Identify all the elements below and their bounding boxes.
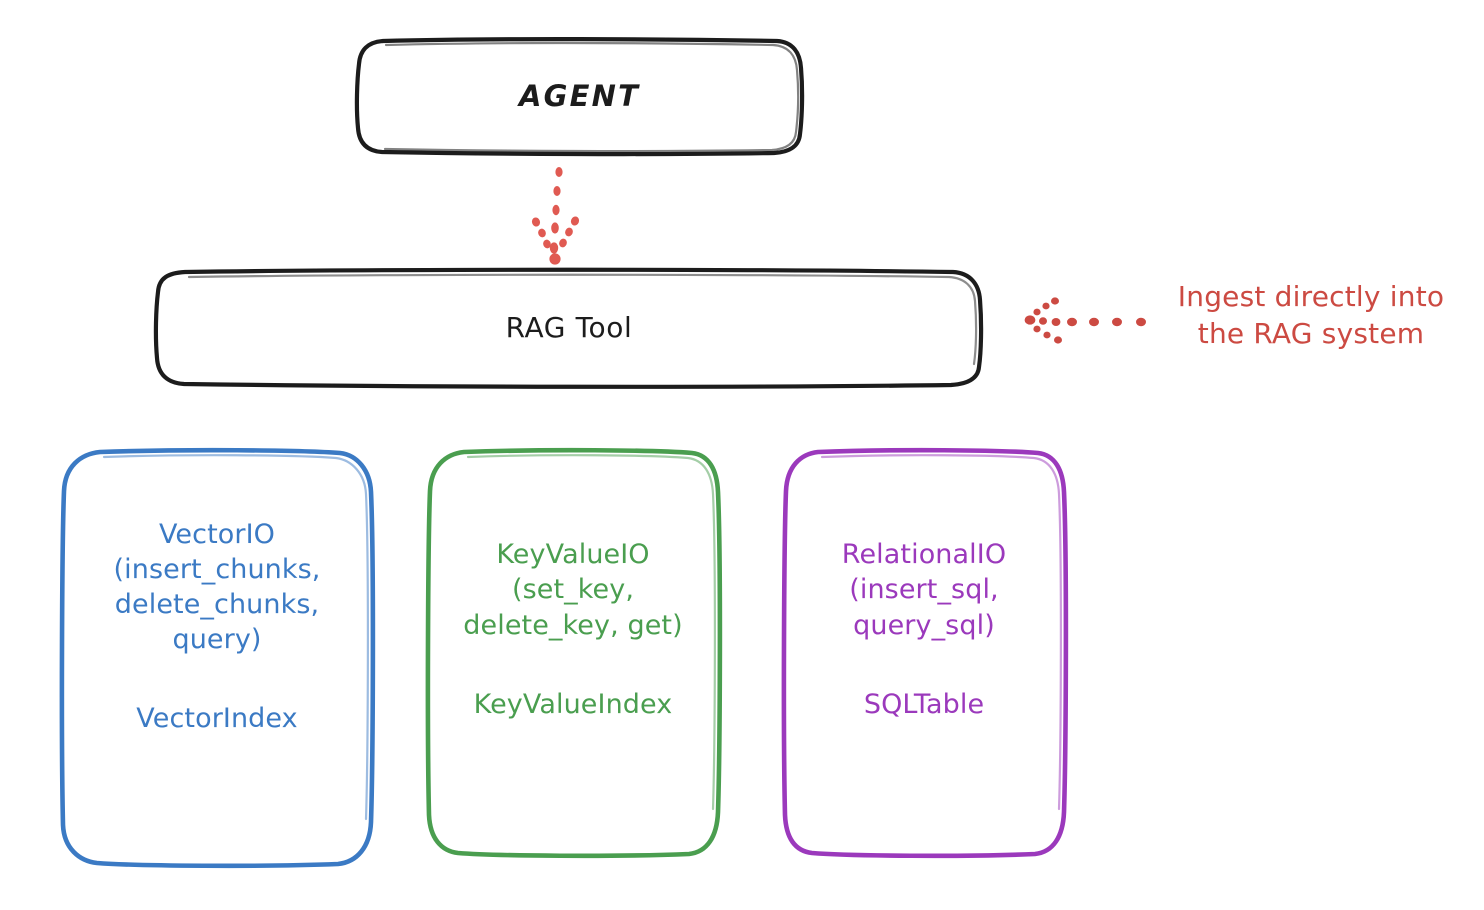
- relational-io-title: RelationalIO (insert_sql, query_sql): [841, 539, 1007, 641]
- relational-io-content: RelationalIO (insert_sql, query_sql) SQL…: [790, 537, 1058, 719]
- vector-io-node[interactable]: VectorIO (insert_chunks, delete_chunks, …: [62, 450, 372, 865]
- ingest-annotation-text: Ingest directly into the RAG system: [1177, 280, 1445, 350]
- ingest-to-rag-tool-arrow: [1024, 297, 1146, 344]
- rag-tool-label: RAG Tool: [505, 310, 633, 344]
- sql-table-label: SQLTable: [863, 688, 985, 720]
- key-value-index-label: KeyValueIndex: [473, 688, 673, 720]
- rag-tool-node[interactable]: RAG Tool: [157, 271, 981, 384]
- vector-io-content: VectorIO (insert_chunks, delete_chunks, …: [70, 517, 364, 734]
- relational-io-node[interactable]: RelationalIO (insert_sql, query_sql) SQL…: [784, 450, 1064, 855]
- agent-to-rag-tool-arrow: [531, 167, 580, 265]
- key-value-io-node[interactable]: KeyValueIO (set_key, delete_key, get) Ke…: [428, 450, 718, 855]
- key-value-io-content: KeyValueIO (set_key, delete_key, get) Ke…: [434, 537, 712, 719]
- vector-io-title: VectorIO (insert_chunks, delete_chunks, …: [113, 518, 321, 656]
- agent-node[interactable]: AGENT: [358, 40, 801, 153]
- agent-label: AGENT: [518, 78, 641, 113]
- key-value-io-title: KeyValueIO (set_key, delete_key, get): [463, 539, 683, 641]
- vector-index-label: VectorIndex: [136, 703, 298, 735]
